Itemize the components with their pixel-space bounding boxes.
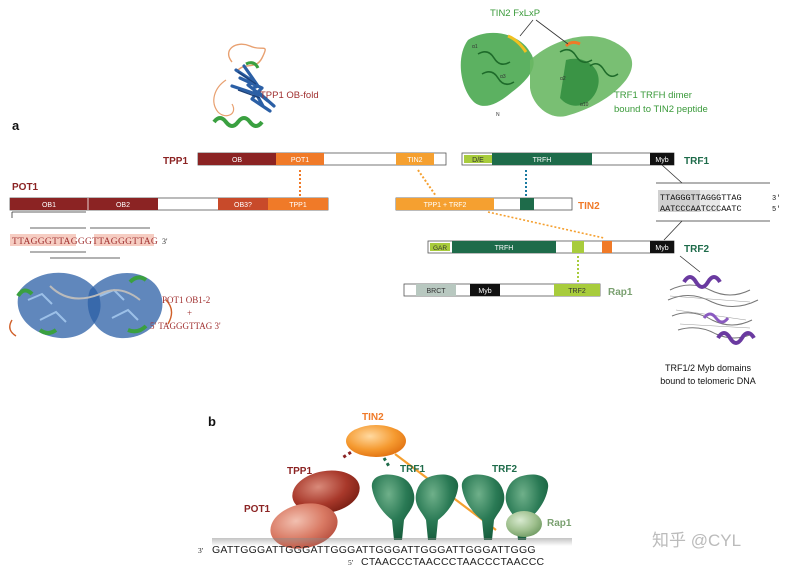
- b-rap1-label: Rap1: [547, 518, 572, 529]
- trf1-dimer-shape: [371, 474, 459, 540]
- trf1-to-dna-line: [661, 164, 683, 184]
- trf1-domain-bar: D/E TRFH Myb: [461, 152, 675, 166]
- svg-text:α1: α1: [472, 44, 478, 50]
- tpp1-domain-ob: OB: [232, 157, 242, 164]
- svg-text:α3: α3: [500, 74, 506, 80]
- trf1-domain-myb: Myb: [655, 157, 668, 164]
- tpp1-name: TPP1: [163, 156, 188, 167]
- svg-text:α10: α10: [580, 102, 589, 108]
- tin2-blob: [346, 425, 406, 457]
- rap1-blob: [506, 511, 542, 537]
- tin2-motif-label: TIN2 FxLxP: [490, 8, 540, 19]
- tpp1-domain-bar: OB POT1 TIN2: [197, 152, 447, 166]
- trf2-name: TRF2: [684, 244, 709, 255]
- trf2-dimer-shape: [461, 474, 549, 540]
- trf1-domain-trfh: TRFH: [533, 157, 552, 164]
- pot1-domain-bar: OB1 OB2 OB3? TPP1: [9, 197, 329, 211]
- pot1-complex-line1: POT1 OB1-2: [162, 295, 210, 305]
- trf1-dimer-caption-line2: bound to TIN2 peptide: [614, 104, 708, 115]
- pot1-domain-ob1: OB1: [42, 202, 56, 209]
- rap1-name: Rap1: [608, 287, 633, 298]
- pot1-dna-sequence: TTAGGGTTAGGGTTAGGGTTAG: [12, 237, 158, 247]
- rap1-domain-myb: Myb: [478, 288, 491, 295]
- telo-bottom-strand: AATCCCAATCCCAATC: [660, 204, 742, 214]
- b-trf2-label: TRF2: [492, 464, 517, 475]
- pot1-domain-ob3: OB3?: [234, 202, 252, 209]
- tpp1-blob: [292, 470, 360, 514]
- telo-top-end: 3': [772, 195, 780, 203]
- b-pot1-label: POT1: [244, 504, 271, 515]
- pot1-dna-brackets: [10, 211, 154, 259]
- trf2-domain-bar: GAR TRFH Myb: [427, 240, 675, 254]
- svg-text:N: N: [496, 112, 500, 118]
- b-tin2-label: TIN2: [362, 412, 384, 423]
- pot1-blob: [270, 503, 338, 549]
- trf2-domain-trfh: TRFH: [495, 245, 514, 252]
- tpp1-domain-tin2: TIN2: [407, 157, 422, 164]
- tpp1-structure-caption: TPP1 OB-fold: [260, 90, 319, 101]
- strand-bottom-prefix: 5': [348, 558, 354, 567]
- trf1-dimer-structure-icon: α1 α3 α2 α10 N: [460, 19, 633, 118]
- panel-b-label: b: [208, 414, 216, 429]
- trf1-dimer-caption-line1: TRF1 TRFH dimer: [614, 90, 692, 101]
- tin2-name: TIN2: [578, 201, 600, 212]
- b-trf1-label: TRF1: [400, 464, 425, 475]
- dna-shadow: [212, 538, 572, 546]
- myb-dna-structure-icon: [667, 255, 759, 345]
- tpp1-tin2-connector: [417, 169, 437, 197]
- b-tpp1-label: TPP1: [287, 466, 312, 477]
- trf1-name: TRF1: [684, 156, 709, 167]
- svg-text:α2: α2: [560, 76, 566, 82]
- tpp1-domain-pot1: POT1: [291, 157, 309, 164]
- myb-caption-line1: TRF1/2 Myb domains: [665, 363, 752, 373]
- rap1-domain-trf2: TRF2: [568, 288, 586, 295]
- trf2-domain-gar: GAR: [433, 245, 447, 252]
- watermark: 知乎 @CYL: [652, 531, 741, 550]
- tin2-domain-tpp1-trf2: TPP1 + TRF2: [424, 202, 467, 209]
- telo-top-strand: TTAGGGTTAGGGTTAG: [660, 193, 742, 203]
- pot1-complex-line2: +: [187, 308, 192, 318]
- strand-bottom-sequence: CTAACCCTAACCCTAACCCTAACCC: [361, 556, 545, 568]
- telo-bottom-end: 5': [772, 206, 780, 214]
- tpp1-ob-fold-structure-icon: [212, 43, 276, 128]
- strand-top-sequence: GATTGGGATTGGGATTGGGATTGGGATTGGGATTGGGATT…: [212, 544, 536, 556]
- panel-a-label: a: [12, 118, 20, 133]
- tin2-trf2-connector: [487, 211, 605, 239]
- trf2-domain-myb: Myb: [655, 245, 668, 252]
- pot1-dna-3prime: 3': [162, 237, 168, 246]
- trf1-domain-de: D/E: [472, 157, 484, 164]
- pot1-name: POT1: [12, 182, 39, 193]
- pot1-domain-tpp1: TPP1: [289, 202, 307, 209]
- rap1-domain-bar: BRCT Myb TRF2: [403, 283, 601, 297]
- strand-top-prefix: 3': [198, 546, 204, 555]
- myb-caption-line2: bound to telomeric DNA: [660, 376, 756, 386]
- tin2-domain-bar: TPP1 + TRF2: [395, 197, 573, 211]
- pot1-domain-ob2: OB2: [116, 202, 130, 209]
- telomeric-duplex-box: [656, 182, 770, 222]
- rap1-domain-brct: BRCT: [426, 288, 446, 295]
- pot1-complex-line3: 5' TAGGGTTAG 3': [150, 321, 221, 331]
- dna-to-trf2-line: [663, 220, 683, 241]
- pot1-ob12-structure-icon: [9, 272, 173, 339]
